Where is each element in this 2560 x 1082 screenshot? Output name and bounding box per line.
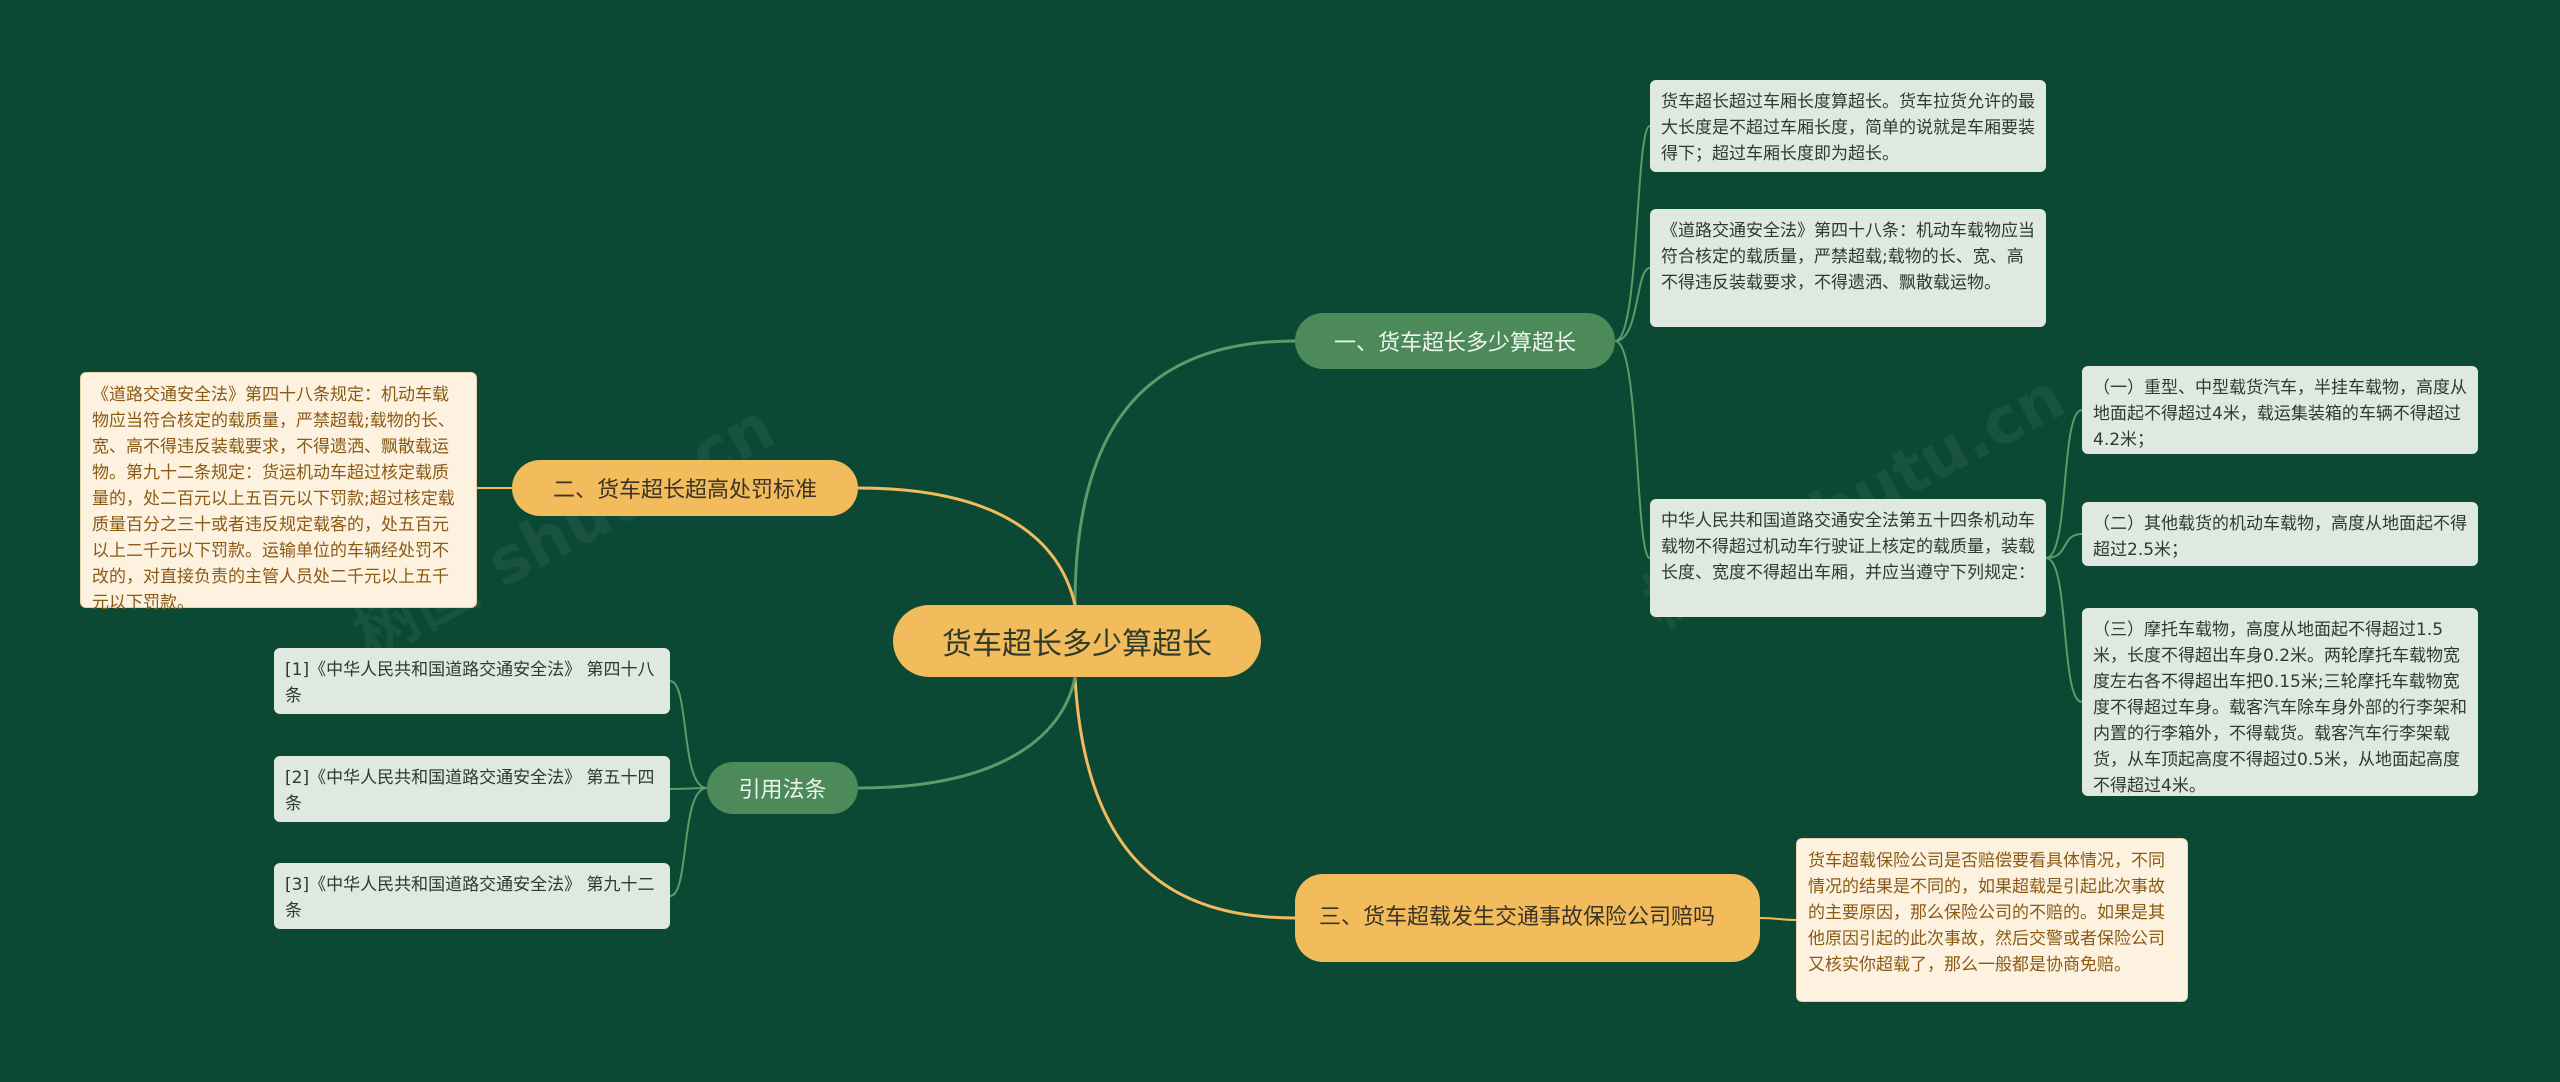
b1-sub-3-text: （三）摩托车载物，高度从地面起不得超过1.5米，长度不得超出车身0.2米。两轮摩… <box>2093 620 2467 796</box>
branch-1[interactable]: 一、货车超长多少算超长 <box>1295 313 1615 369</box>
b4-leaf-1[interactable]: [1]《中华人民共和国道路交通安全法》 第四十八条 <box>274 648 670 714</box>
b3-leaf[interactable]: 货车超载保险公司是否赔偿要看具体情况，不同情况的结果是不同的，如果超载是引起此次… <box>1796 838 2188 1002</box>
link-c3-s2 <box>2045 533 2083 559</box>
link-b3-c <box>1759 917 1797 921</box>
link-b4-c3 <box>669 787 708 897</box>
root-label: 货车超长多少算超长 <box>942 627 1212 662</box>
link-b1-c2 <box>1614 267 1651 342</box>
link-root-b3 <box>1073 676 1296 920</box>
b1-leaf-1-text: 货车超长超过车厢长度算超长。货车拉货允许的最大长度是不超过车厢长度，简单的说就是… <box>1661 92 2035 164</box>
link-c3-s3 <box>2045 557 2083 703</box>
b1-leaf-1[interactable]: 货车超长超过车厢长度算超长。货车拉货允许的最大长度是不超过车厢长度，简单的说就是… <box>1650 80 2046 172</box>
b1-sub-1[interactable]: （一）重型、中型载货汽车，半挂车载物，高度从地面起不得超过4米，载运集装箱的车辆… <box>2082 366 2478 454</box>
b1-leaf-2-text: 《道路交通安全法》第四十八条：机动车载物应当符合核定的载质量，严禁超载;载物的长… <box>1661 221 2035 293</box>
b1-sub-2[interactable]: （二）其他载货的机动车载物，高度从地面起不得超过2.5米； <box>2082 502 2478 566</box>
link-b1-c3 <box>1614 340 1651 559</box>
b1-sub-3[interactable]: （三）摩托车载物，高度从地面起不得超过1.5米，长度不得超出车身0.2米。两轮摩… <box>2082 608 2478 796</box>
branch-2[interactable]: 二、货车超长超高处罚标准 <box>512 460 858 516</box>
link-b1-c1 <box>1614 125 1651 342</box>
link-root-b2 <box>857 486 1077 606</box>
b1-leaf-3[interactable]: 中华人民共和国道路交通安全法第五十四条机动车载物不得超过机动车行驶证上核定的载质… <box>1650 499 2046 617</box>
link-c3-s1 <box>2045 409 2083 559</box>
b1-leaf-2[interactable]: 《道路交通安全法》第四十八条：机动车载物应当符合核定的载质量，严禁超载;载物的长… <box>1650 209 2046 327</box>
link-root-b1 <box>1073 339 1296 606</box>
b2-leaf-text: 《道路交通安全法》第四十八条规定：机动车载物应当符合核定的载质量，严禁超载;载物… <box>92 385 455 613</box>
b3-leaf-text: 货车超载保险公司是否赔偿要看具体情况，不同情况的结果是不同的，如果超载是引起此次… <box>1808 851 2165 975</box>
root-node[interactable]: 货车超长多少算超长 <box>893 605 1261 677</box>
b1-sub-2-text: （二）其他载货的机动车载物，高度从地面起不得超过2.5米； <box>2093 514 2467 560</box>
link-b4-c1 <box>669 680 708 789</box>
link-root-b4 <box>857 676 1077 790</box>
branch-1-label: 一、货车超长多少算超长 <box>1333 331 1576 356</box>
b4-leaf-2-text: [2]《中华人民共和国道路交通安全法》 第五十四条 <box>285 768 655 814</box>
b1-leaf-3-text: 中华人民共和国道路交通安全法第五十四条机动车载物不得超过机动车行驶证上核定的载质… <box>1661 511 2035 583</box>
b4-leaf-2[interactable]: [2]《中华人民共和国道路交通安全法》 第五十四条 <box>274 756 670 822</box>
b4-leaf-1-text: [1]《中华人民共和国道路交通安全法》 第四十八条 <box>285 660 655 706</box>
branch-3[interactable]: 三、货车超载发生交通事故保险公司赔吗 <box>1295 874 1760 962</box>
b2-leaf[interactable]: 《道路交通安全法》第四十八条规定：机动车载物应当符合核定的载质量，严禁超载;载物… <box>80 372 477 613</box>
branch-2-label: 二、货车超长超高处罚标准 <box>552 478 817 503</box>
b4-leaf-3-text: [3]《中华人民共和国道路交通安全法》 第九十二条 <box>285 875 655 921</box>
b1-sub-1-text: （一）重型、中型载货汽车，半挂车载物，高度从地面起不得超过4米，载运集装箱的车辆… <box>2093 378 2467 450</box>
branch-4[interactable]: 引用法条 <box>707 762 858 814</box>
branch-3-label: 三、货车超载发生交通事故保险公司赔吗 <box>1319 905 1716 930</box>
b4-leaf-3[interactable]: [3]《中华人民共和国道路交通安全法》 第九十二条 <box>274 863 670 929</box>
branch-4-label: 引用法条 <box>738 778 827 803</box>
